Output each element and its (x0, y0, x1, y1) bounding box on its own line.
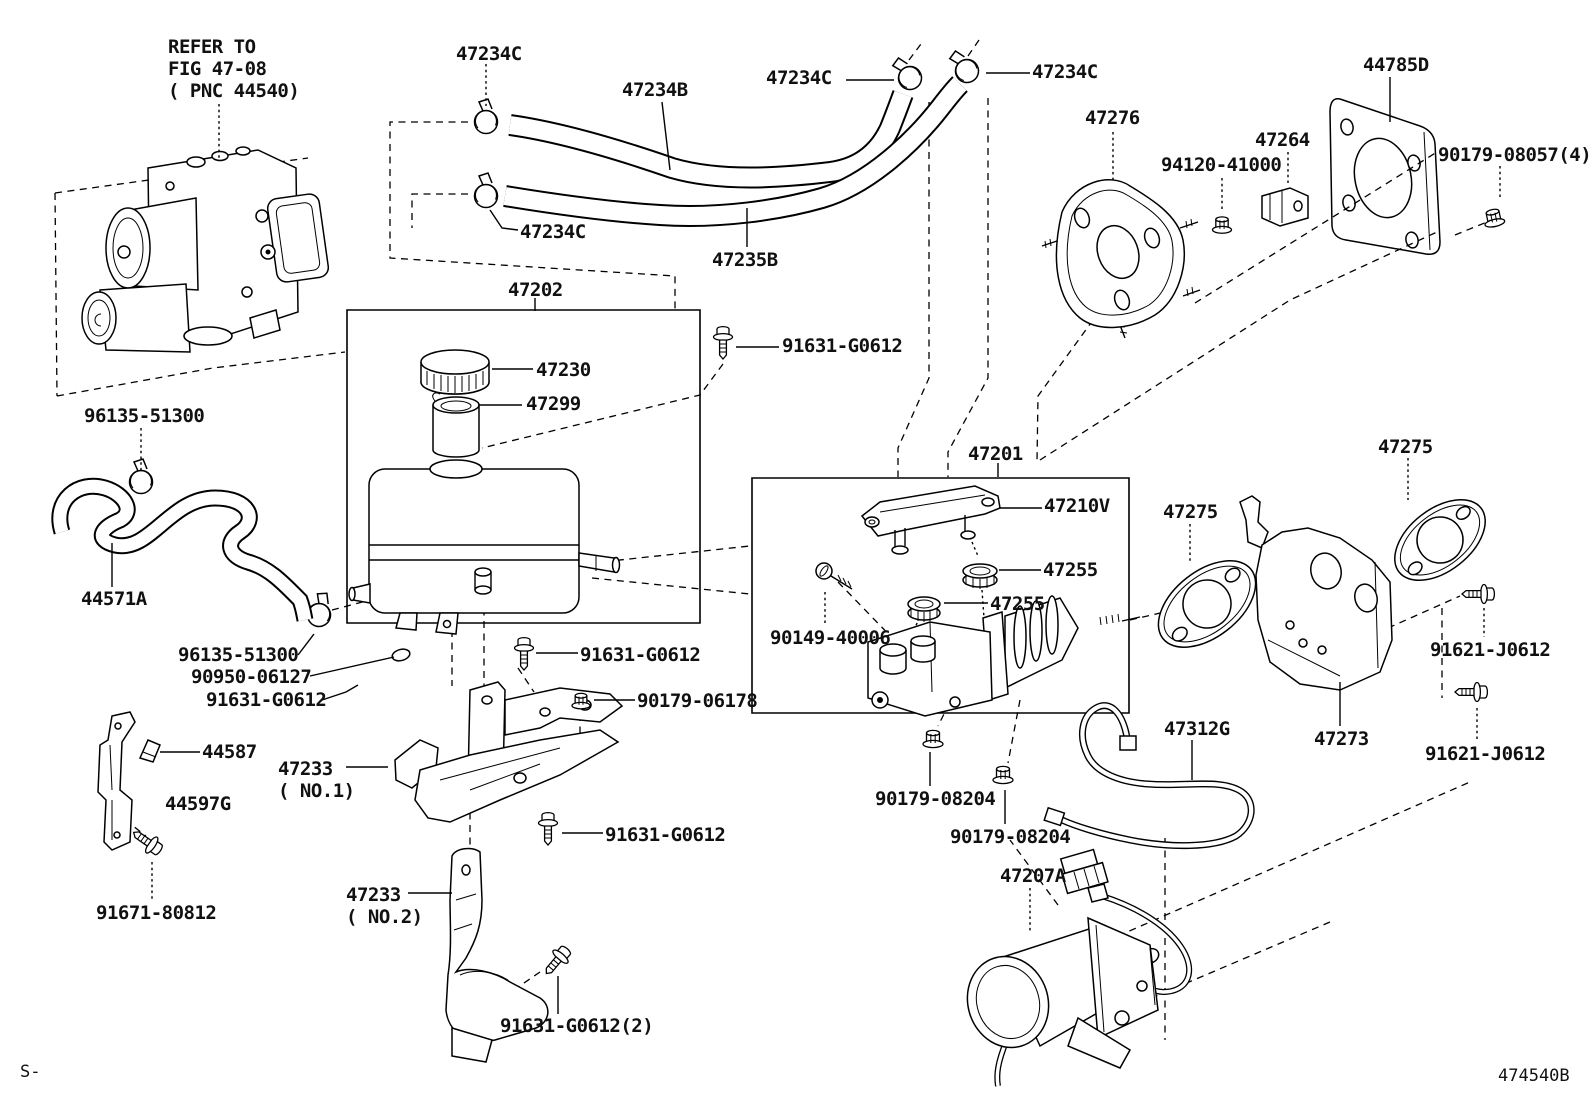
refer-to-note: REFER TO FIG 47-08 ( PNC 44540) (168, 36, 300, 102)
footer-left-code: S- (20, 1062, 41, 1082)
nut-94120-41000-icon (1211, 216, 1233, 234)
nut-90179-08057-icon (1481, 206, 1507, 230)
part-suffix: ( NO.1) (278, 780, 355, 802)
part-label-90179-06178: 90179-06178 (637, 690, 758, 712)
part-label-47207A: 47207A (1000, 865, 1066, 887)
part-label-47234C-3: 47234C (1032, 61, 1098, 83)
abs-actuator-drawing (82, 147, 330, 352)
reservoir-tank-drawing (349, 460, 620, 634)
part-number: 47233 (278, 758, 333, 780)
part-label-47233-no2: 47233 ( NO.2) (346, 884, 423, 928)
master-cylinder-body-drawing (868, 596, 1140, 716)
part-label-47312G: 47312G (1164, 718, 1230, 740)
reservoir-filter-47299-drawing (433, 393, 479, 457)
part-label-47273: 47273 (1314, 728, 1369, 750)
construction-lines-through-plate (1040, 152, 1487, 460)
part-label-91671-80812: 91671-80812 (96, 902, 217, 924)
part-label-96135-51300-2: 96135-51300 (178, 644, 299, 666)
pump-47207A-drawing (956, 850, 1189, 1086)
refer-to-line3: ( PNC 44540) (168, 80, 300, 102)
tube-47312G-drawing (1044, 706, 1251, 846)
part-label-90179-08057: 90179-08057(4) (1438, 144, 1592, 166)
gasket-47275-left-drawing (1143, 544, 1272, 665)
part-label-47202: 47202 (508, 279, 563, 301)
part-label-44597G: 44597G (165, 793, 231, 815)
part-label-91631-G0612-x2: 91631-G0612(2) (500, 1015, 654, 1037)
clamp-47264-drawing (1262, 188, 1308, 226)
part-label-91631-G0612-3: 91631-G0612 (580, 644, 701, 666)
part-label-47230: 47230 (536, 359, 591, 381)
part-label-47275-left: 47275 (1163, 501, 1218, 523)
part-label-47276: 47276 (1085, 107, 1140, 129)
part-label-47234B: 47234B (622, 79, 688, 101)
part-label-94120-41000: 94120-41000 (1161, 154, 1282, 176)
part-label-90179-08204-2: 90179-08204 (950, 826, 1071, 848)
part-label-47264: 47264 (1255, 129, 1310, 151)
part-label-44571A: 44571A (81, 588, 147, 610)
part-label-47201: 47201 (968, 443, 1023, 465)
part-label-47299: 47299 (526, 393, 581, 415)
reservoir-cap-47230-drawing (421, 350, 489, 394)
reservoir-grommet-47255-drawing (908, 564, 997, 622)
part-label-91631-G0612-1: 91631-G0612 (782, 335, 903, 357)
plate-44785D-drawing (1330, 99, 1440, 254)
hose-47234B-47235B-drawing (505, 84, 960, 216)
part-label-91631-G0612-4: 91631-G0612 (605, 824, 726, 846)
part-label-96135-51300-1: 96135-51300 (84, 405, 205, 427)
bracket-44597G-drawing (98, 712, 160, 850)
screw-90149-40006-icon (816, 563, 852, 589)
bracket-47273-drawing (1240, 496, 1392, 690)
part-number: 47233 (346, 884, 401, 906)
reservoir-box-47202 (347, 310, 700, 623)
hose-44571A-drawing (60, 486, 305, 620)
part-label-91631-G0612-2: 91631-G0612 (206, 689, 327, 711)
gasket-47276-drawing (1042, 180, 1200, 338)
part-label-47234C-2: 47234C (766, 67, 832, 89)
part-label-47255-1: 47255 (1043, 559, 1098, 581)
refer-to-line1: REFER TO (168, 36, 256, 58)
part-label-47234C-1: 47234C (456, 43, 522, 65)
part-label-47255-2: 47255 (990, 593, 1045, 615)
part-label-44785D: 44785D (1363, 54, 1429, 76)
refer-to-line2: FIG 47-08 (168, 58, 267, 80)
part-label-90149-40006: 90149-40006 (770, 627, 891, 649)
part-label-47275-right: 47275 (1378, 436, 1433, 458)
bracket-47233-no2-drawing (446, 849, 548, 1062)
part-label-90179-08204-1: 90179-08204 (875, 788, 996, 810)
part-label-47210V: 47210V (1044, 495, 1110, 517)
part-label-47234C-4: 47234C (520, 221, 586, 243)
part-label-91621-J0612-1: 91621-J0612 (1430, 639, 1551, 661)
part-label-47235B: 47235B (712, 249, 778, 271)
part-label-47233-no1: 47233 ( NO.1) (278, 758, 355, 802)
part-label-44587: 44587 (202, 741, 257, 763)
leader-lines (112, 64, 1500, 1014)
part-label-91621-J0612-2: 91621-J0612 (1425, 743, 1546, 765)
gasket-47275-right-drawing (1380, 484, 1500, 597)
part-label-90950-06127: 90950-06127 (191, 666, 312, 688)
footer-right-code: 474540B (1498, 1066, 1570, 1086)
part-suffix: ( NO.2) (346, 906, 423, 928)
